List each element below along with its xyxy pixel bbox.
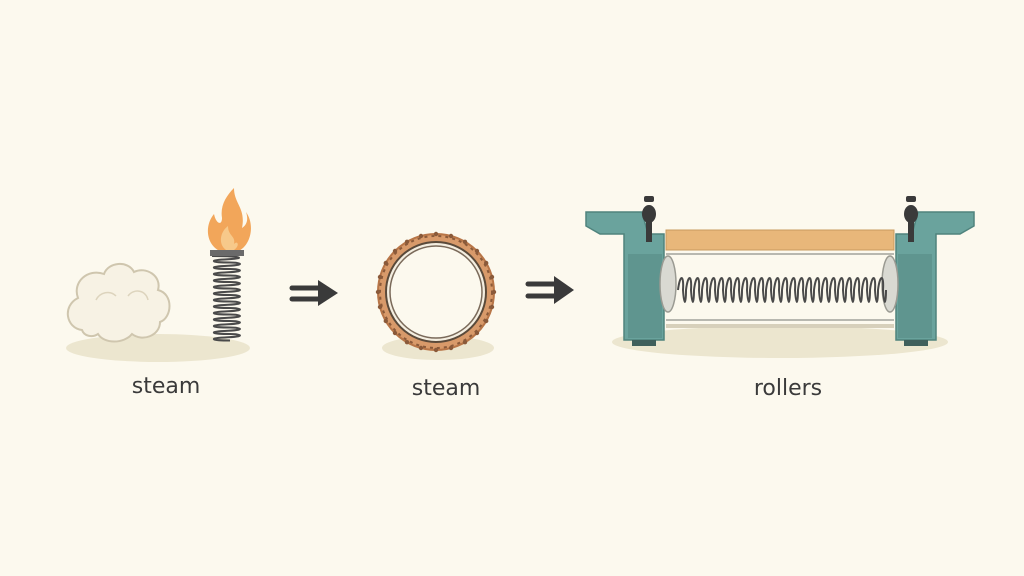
- step-3-label: rollers: [753, 376, 823, 401]
- ring-bead: [484, 318, 489, 324]
- roller-machine-icon: [585, 196, 975, 346]
- ring-bead: [433, 347, 439, 353]
- ring-bead: [491, 289, 497, 295]
- step-1-label: steam: [131, 374, 201, 399]
- ring-bead: [489, 304, 495, 310]
- step-1-illustration: [66, 188, 251, 362]
- step-3-illustration: [585, 196, 975, 358]
- ring-bead: [392, 248, 398, 254]
- ring-bead: [448, 345, 454, 351]
- ring-bead: [448, 233, 454, 239]
- double-arrow-icon: [525, 276, 574, 304]
- ring-bead: [489, 274, 495, 280]
- ring-bead: [404, 340, 410, 345]
- spring-coil: [211, 255, 241, 342]
- flame-icon: [207, 188, 251, 252]
- ring-bead: [433, 231, 439, 237]
- ring-bead: [377, 274, 383, 280]
- spring-cap: [210, 250, 244, 256]
- right-clamp: [904, 196, 918, 242]
- ring-bead: [462, 340, 468, 345]
- cotton-icon: [67, 263, 171, 343]
- horizontal-spring-icon: [677, 277, 887, 303]
- ring-bead: [484, 260, 489, 266]
- left-clamp: [642, 196, 656, 242]
- coil-ring-icon: [375, 231, 497, 353]
- ring-bead: [392, 330, 398, 336]
- ring-bead: [418, 233, 424, 239]
- ring-bead: [375, 289, 381, 295]
- ring-bead: [377, 304, 383, 310]
- step-2-illustration: [375, 231, 497, 360]
- spring-coil: [677, 277, 887, 303]
- ring-bead: [418, 345, 424, 351]
- ring-bead: [474, 330, 480, 336]
- spring-icon: [210, 250, 244, 342]
- double-arrow-icon: [289, 280, 338, 306]
- ring-bead: [474, 248, 480, 254]
- step-3-shadow: [612, 326, 948, 358]
- ring-bead: [404, 239, 410, 244]
- step-2-label: steam: [411, 376, 481, 401]
- ring-bead: [462, 239, 468, 244]
- ring-bead: [383, 318, 388, 324]
- ring-bead: [383, 260, 388, 266]
